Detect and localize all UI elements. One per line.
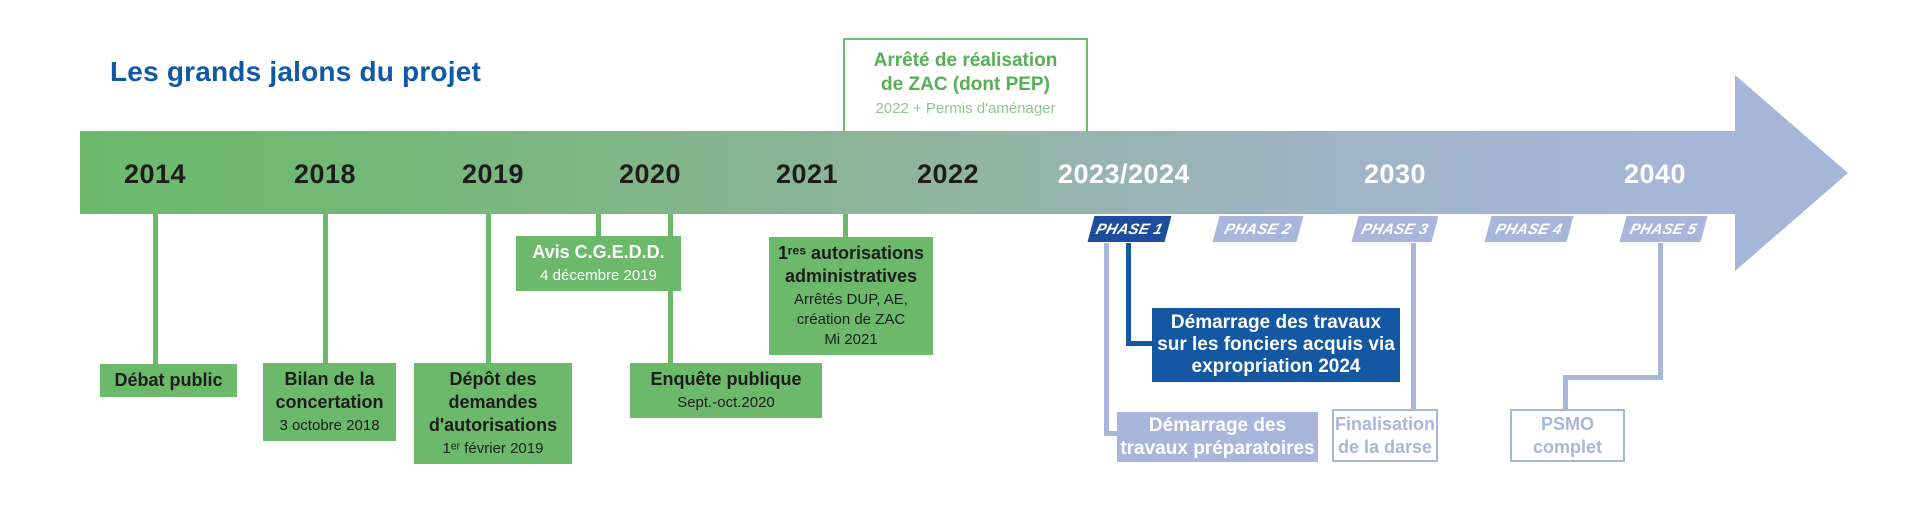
milestone-finalisation-darse: Finalisation de la darse — [1332, 409, 1438, 462]
milestone-demarrage-expropriation: Démarrage des travaux sur les fonciers a… — [1152, 308, 1400, 382]
connector-autorisations — [843, 214, 848, 237]
year-2021: 2021 — [775, 159, 839, 189]
year-2023-2024: 2023/2024 — [1057, 159, 1191, 189]
year-2019: 2019 — [461, 159, 525, 189]
phase-5-chip: PHASE 5 — [1619, 216, 1708, 242]
connector-psmo-vertical — [1658, 243, 1663, 379]
timeline-arrow-head-icon — [1735, 75, 1848, 271]
milestone-date: Arrêtés DUP, AE, création de ZAC Mi 2021 — [794, 291, 908, 348]
milestone-date: 1ᵉʳ février 2019 — [442, 440, 544, 457]
milestone-date: 4 décembre 2019 — [540, 267, 657, 284]
connector-psmo-horizontal — [1563, 375, 1663, 380]
connector-finalisation-darse — [1411, 243, 1416, 409]
phase-label: PHASE 1 — [1094, 220, 1165, 238]
page-title: Les grands jalons du projet — [110, 56, 482, 87]
milestone-psmo-complet: PSMO complet — [1510, 409, 1625, 462]
phase-label: PHASE 3 — [1359, 220, 1431, 238]
year-2020: 2020 — [618, 159, 682, 189]
milestone-title: Avis C.G.E.D.D. — [532, 242, 665, 262]
milestone-date: 3 octobre 2018 — [279, 417, 380, 434]
milestone-date: Sept.-oct.2020 — [677, 394, 775, 411]
milestone-bilan-concertation: Bilan de la concertation 3 octobre 2018 — [263, 363, 396, 441]
connector-avis — [596, 214, 601, 236]
connector-debat — [153, 214, 158, 364]
connector-expropriation — [1126, 243, 1153, 346]
milestone-depot-demandes: Dépôt des demandes d'autorisations 1ᵉʳ f… — [414, 363, 572, 464]
milestone-autorisations-administratives: 1ʳᵉˢ autorisations administratives Arrêt… — [769, 237, 933, 355]
year-2022: 2022 — [916, 159, 980, 189]
milestone-travaux-preparatoires: Démarrage des travaux préparatoires — [1117, 412, 1318, 462]
year-2030: 2030 — [1363, 159, 1427, 189]
milestone-debat-public: Débat public — [100, 364, 237, 397]
callout-title: Arrêté de réalisation de ZAC (dont PEP) — [873, 50, 1058, 95]
phase-2-chip: PHASE 2 — [1212, 216, 1304, 242]
callout-arrete-zac: Arrêté de réalisation de ZAC (dont PEP) … — [843, 38, 1088, 131]
year-2018: 2018 — [293, 159, 357, 189]
callout-subtitle: 2022 + Permis d'aménager — [875, 100, 1056, 117]
connector-depot — [486, 214, 491, 363]
milestone-avis-cgedd: Avis C.G.E.D.D. 4 décembre 2019 — [516, 236, 681, 291]
phase-label: PHASE 5 — [1628, 220, 1699, 238]
phase-1-chip: PHASE 1 — [1087, 216, 1172, 242]
timeline-band — [80, 131, 1735, 214]
year-2040: 2040 — [1623, 159, 1687, 189]
milestone-title: 1ʳᵉˢ autorisations administratives — [777, 243, 925, 286]
milestone-title: Bilan de la concertation — [275, 369, 384, 412]
milestone-title: Dépôt des demandes d'autorisations — [428, 369, 558, 435]
milestone-title: Débat public — [114, 370, 223, 390]
phase-label: PHASE 2 — [1222, 220, 1294, 238]
milestone-enquete-publique: Enquête publique Sept.-oct.2020 — [630, 363, 822, 418]
year-2014: 2014 — [123, 159, 187, 189]
phase-3-chip: PHASE 3 — [1351, 216, 1439, 242]
phase-4-chip: PHASE 4 — [1484, 216, 1574, 242]
phase-label: PHASE 4 — [1493, 220, 1565, 238]
connector-bilan — [323, 214, 328, 363]
connector-psmo-drop — [1563, 378, 1568, 409]
connector-travaux-preparatoires — [1104, 243, 1119, 436]
milestone-title: Enquête publique — [650, 369, 802, 389]
